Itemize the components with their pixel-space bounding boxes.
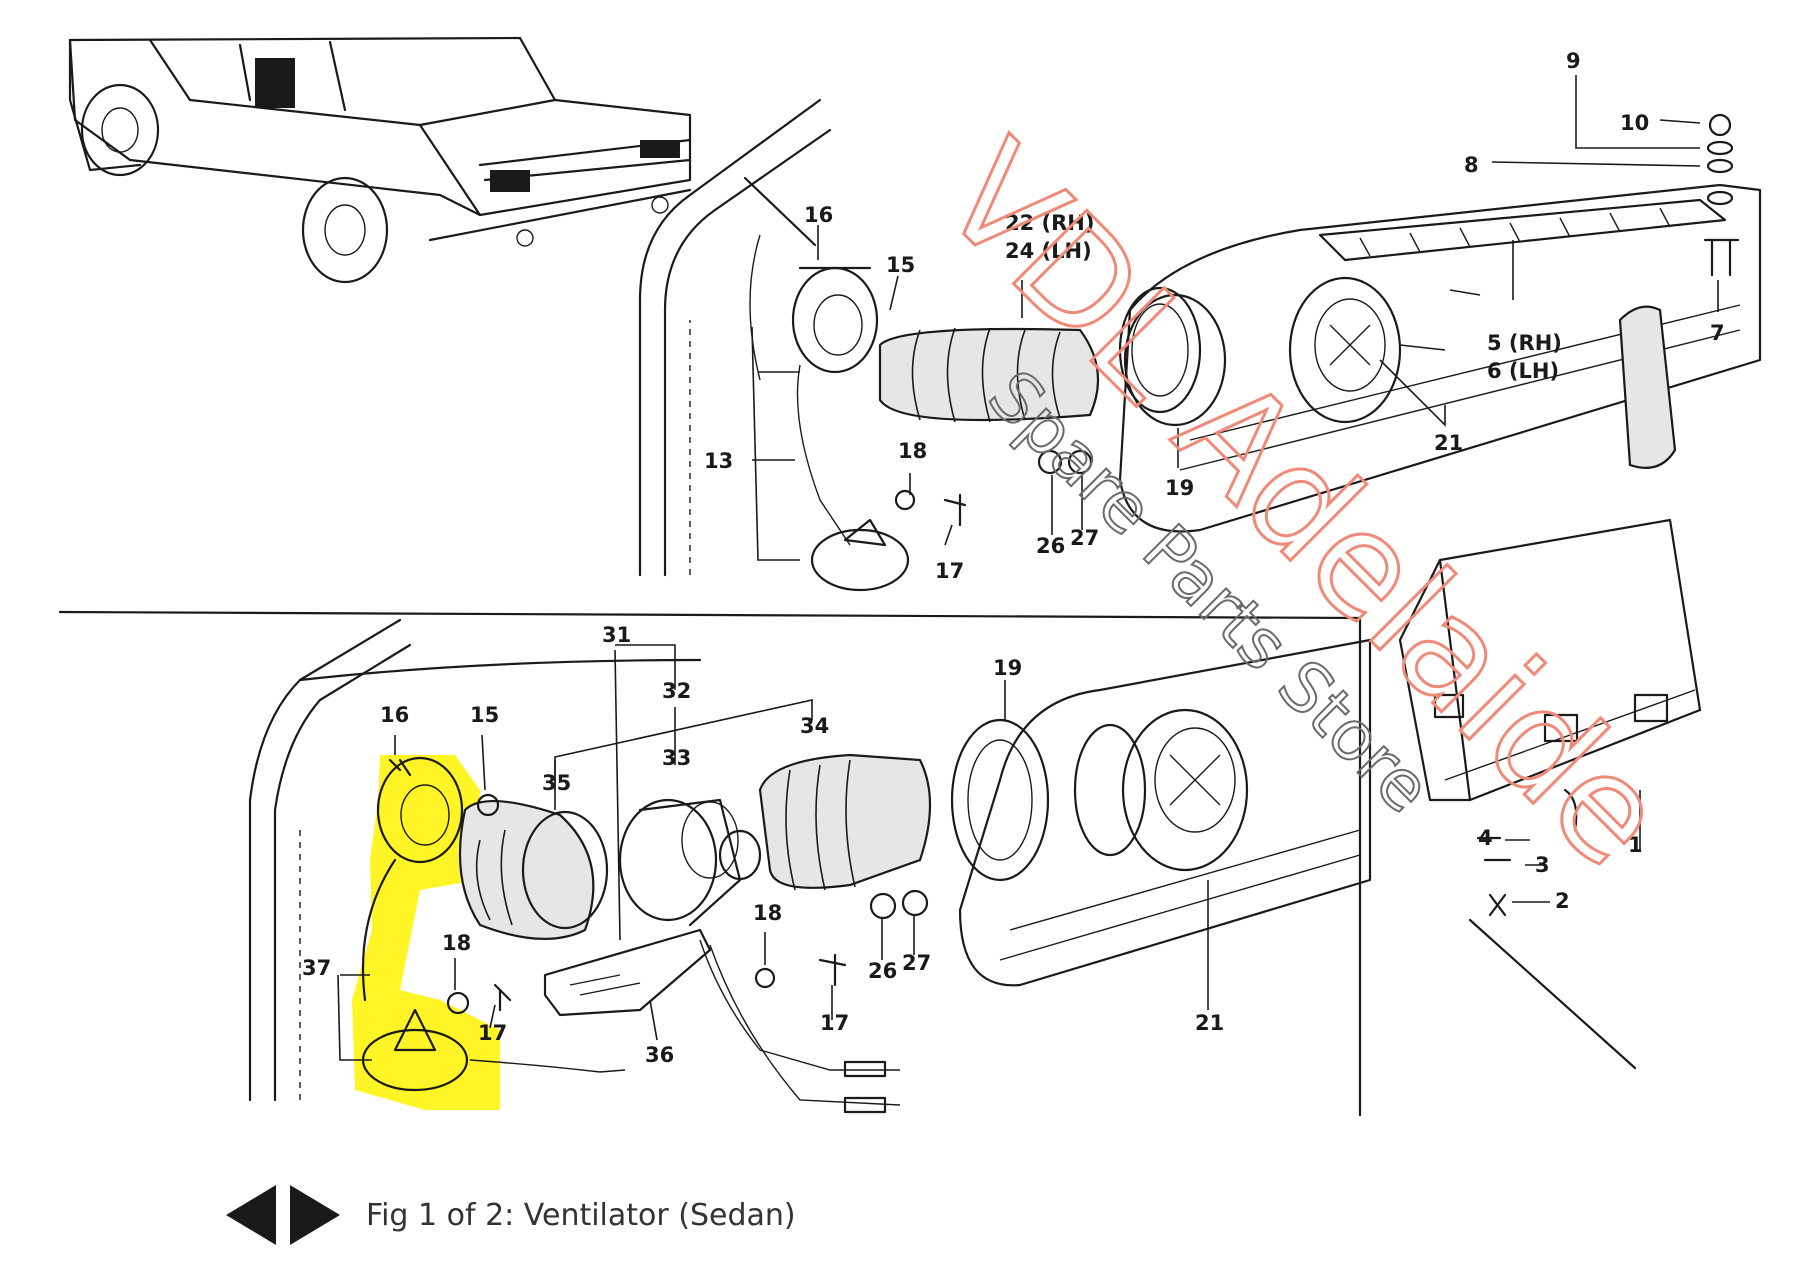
part-label: 6 (LH) <box>1487 359 1559 383</box>
part-label: 22 (RH) <box>1005 211 1094 235</box>
section-divider <box>58 610 1362 1117</box>
figure-navigation: Fig 1 of 2: Ventilator (Sedan) <box>226 1183 796 1247</box>
part-label: 18 <box>898 439 927 463</box>
part-label: 4 <box>1478 826 1493 850</box>
top-part-labels: 16 15 22 (RH) 24 (LH) 13 18 17 26 27 19 … <box>704 49 1725 583</box>
triangle-right-icon[interactable] <box>290 1185 340 1245</box>
part-label: 24 (LH) <box>1005 239 1092 263</box>
figure-caption: Fig 1 of 2: Ventilator (Sedan) <box>366 1197 796 1233</box>
watermark-bar-top <box>743 176 817 247</box>
part-label: 13 <box>704 449 733 473</box>
part-label: 34 <box>800 714 829 738</box>
leader-lines <box>337 75 1719 1061</box>
part-label: 5 (RH) <box>1487 331 1562 355</box>
part-label: 26 <box>868 959 897 983</box>
part-label: 16 <box>804 203 833 227</box>
part-label: 8 <box>1464 153 1479 177</box>
part-label: 10 <box>1620 111 1649 135</box>
top-assembly <box>638 98 1762 917</box>
part-label: 18 <box>753 901 782 925</box>
part-label: 32 <box>662 679 691 703</box>
part-label: 2 <box>1555 889 1570 913</box>
part-label: 17 <box>478 1021 507 1045</box>
part-label: 7 <box>1710 321 1725 345</box>
part-label: 17 <box>820 1011 849 1035</box>
part-label: 37 <box>302 956 331 980</box>
part-label: 31 <box>602 623 631 647</box>
part-label: 1 <box>1628 833 1643 857</box>
part-label: 9 <box>1566 49 1581 73</box>
part-label: 21 <box>1434 431 1463 455</box>
part-label: 33 <box>662 746 691 770</box>
part-label: 36 <box>645 1043 674 1067</box>
part-label: 21 <box>1195 1011 1224 1035</box>
part-label: 16 <box>380 703 409 727</box>
car-sketch <box>68 36 692 284</box>
watermark-bar-bottom <box>1468 918 1637 1070</box>
bottom-part-labels: 31 32 33 34 35 16 15 18 17 37 36 18 17 2… <box>302 623 1643 1067</box>
triangle-left-icon[interactable] <box>226 1185 276 1245</box>
part-label: 3 <box>1535 853 1550 877</box>
part-label: 19 <box>993 656 1022 680</box>
part-label: 19 <box>1165 476 1194 500</box>
part-label: 27 <box>902 951 931 975</box>
part-label: 15 <box>886 253 915 277</box>
part-label: 17 <box>935 559 964 583</box>
part-label: 35 <box>542 771 571 795</box>
bottom-assembly <box>248 618 1372 1114</box>
part-label: 26 <box>1036 534 1065 558</box>
part-label: 18 <box>442 931 471 955</box>
part-label: 15 <box>470 703 499 727</box>
part-label: 27 <box>1070 526 1099 550</box>
